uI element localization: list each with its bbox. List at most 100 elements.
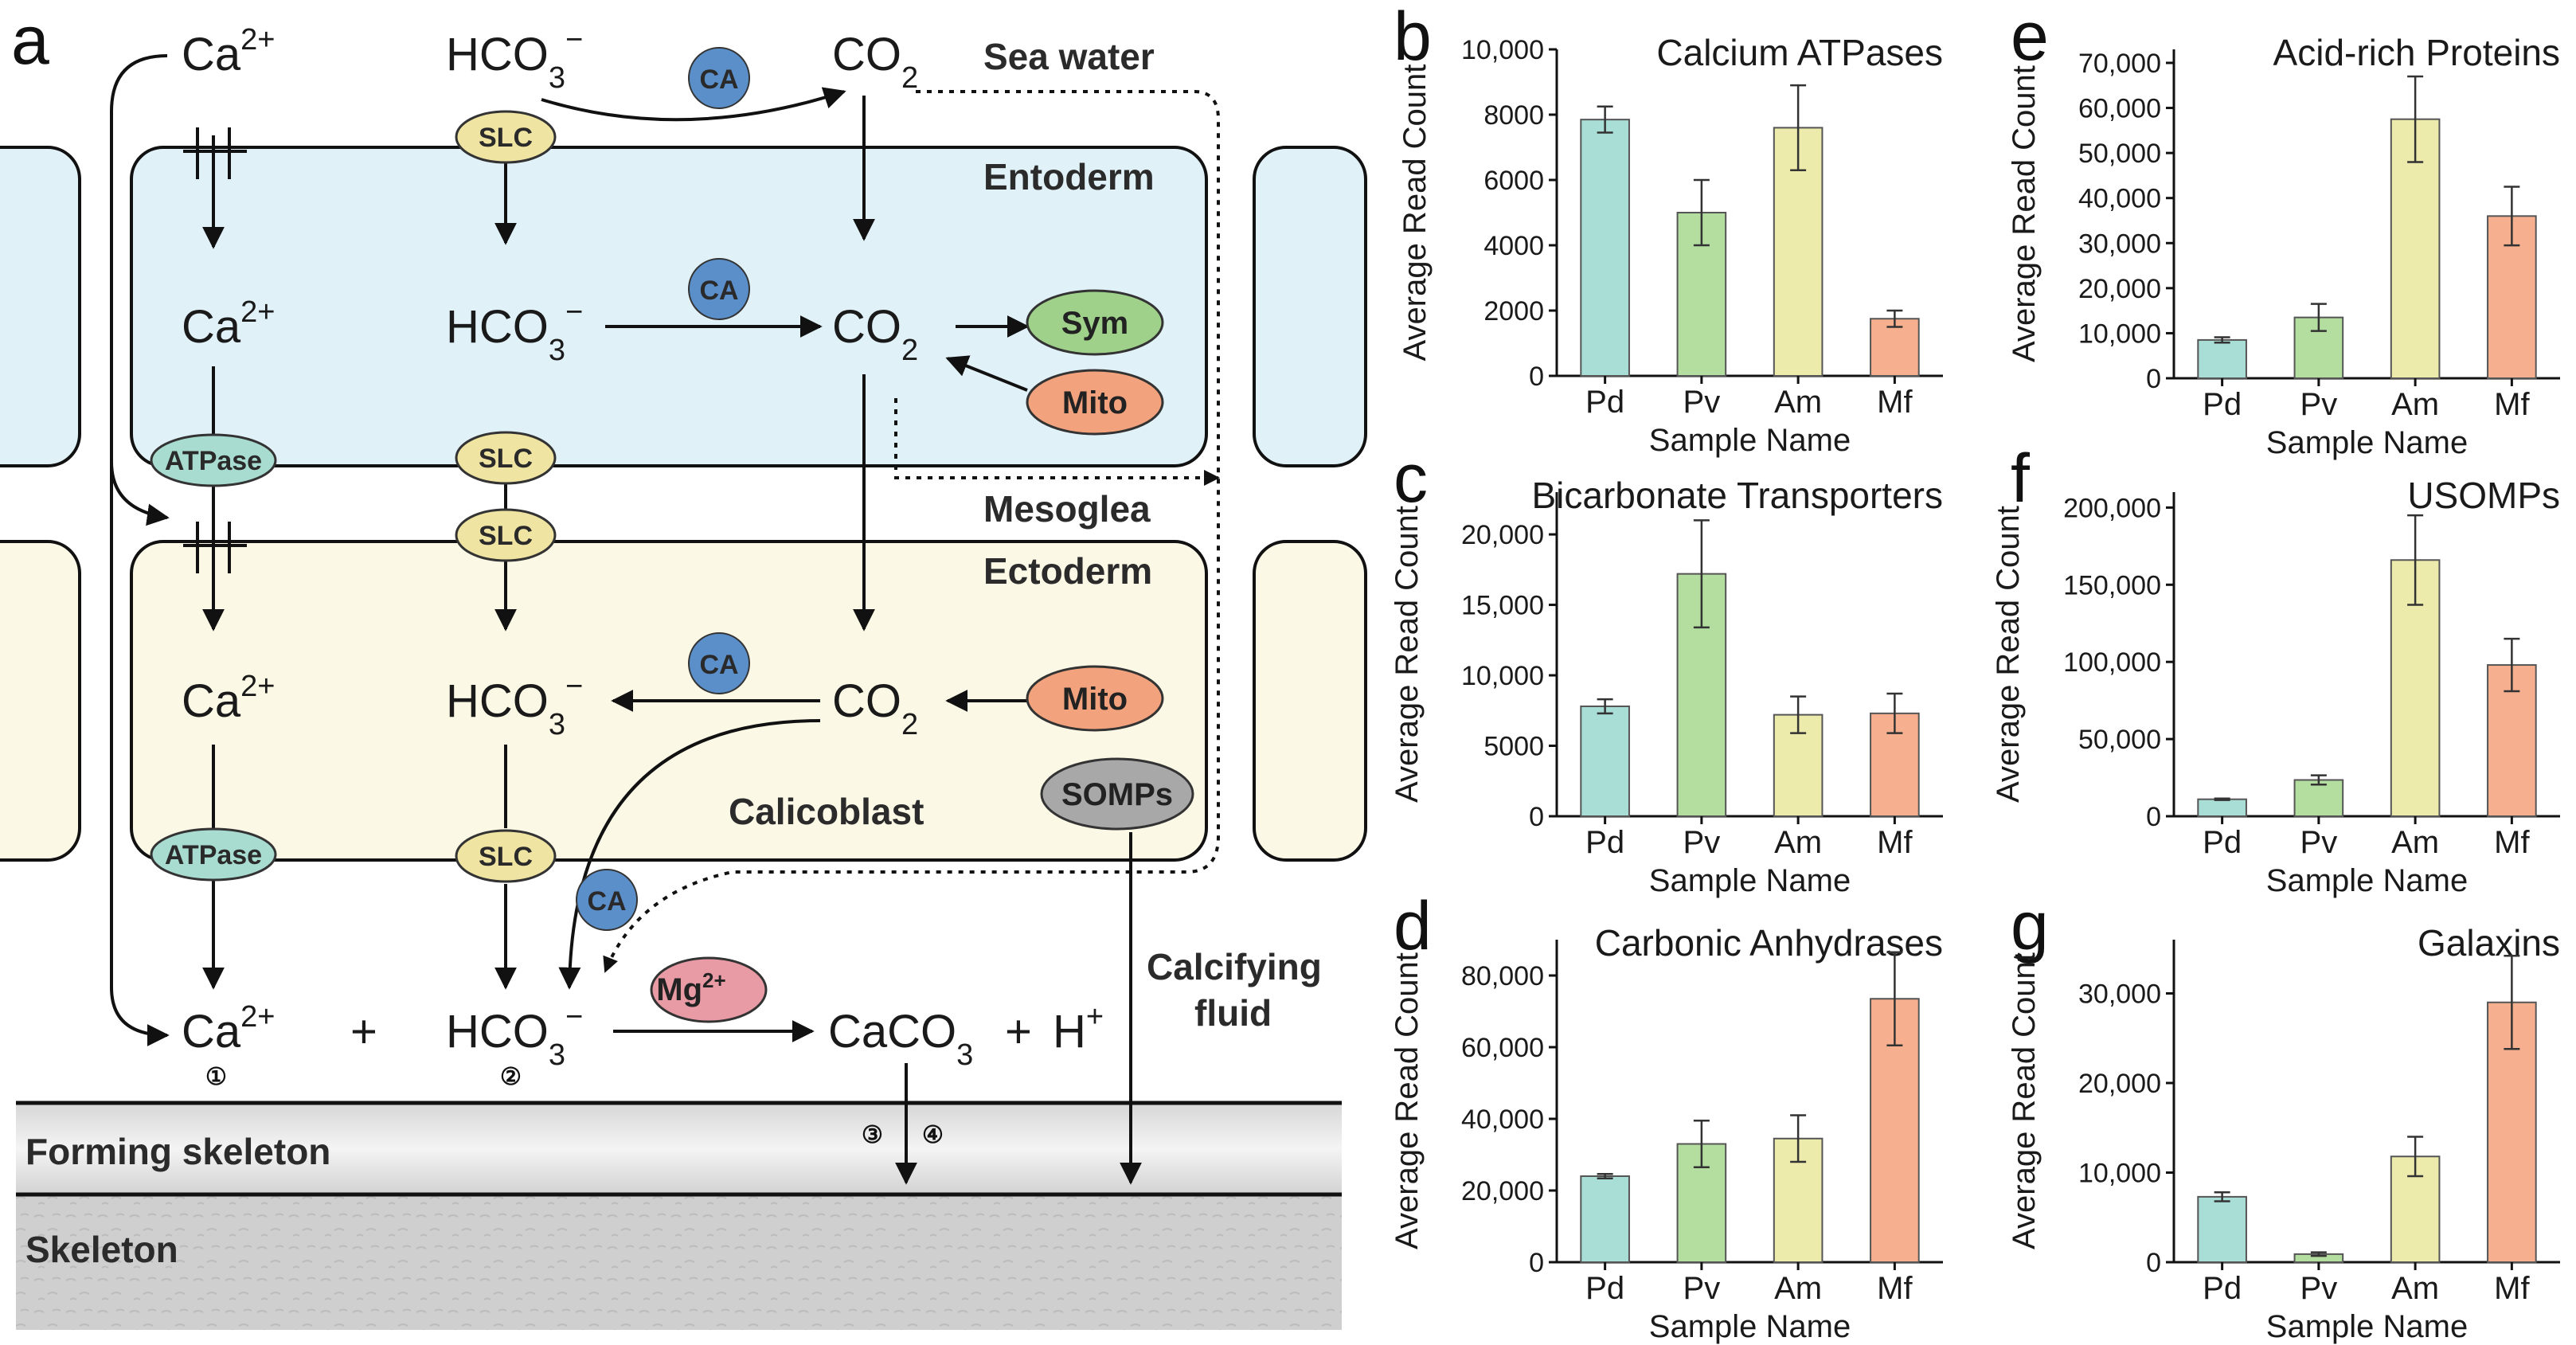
y-tick-label: 20,000 [2078,1069,2161,1099]
y-tick-label: 20,000 [2078,274,2161,304]
x-axis-label: Sample Name [1649,863,1851,898]
x-tick-label: Am [1774,1271,1822,1306]
y-tick-label: 100,000 [2063,647,2161,678]
panel-label-g: g [2011,888,2049,964]
x-tick-label: Am [2391,387,2439,422]
panel-label-b: b [1394,0,1432,75]
slc-transporter-top: SLC [455,110,557,164]
x-tick-label: Pd [2203,825,2242,860]
step-4-marker: ④ [922,1122,944,1148]
y-tick-label: 0 [2146,1248,2161,1278]
slc-transporter-entoderm-basal: SLC [455,431,557,485]
bar-pd [1580,119,1630,377]
y-tick-label: 50,000 [2078,139,2161,169]
ca-entoderm: Ca2+ [182,295,275,353]
right-ectoderm-stub [1253,540,1367,862]
svg-text:SLC: SLC [479,123,533,153]
magnesium-node: Mg2+ [650,956,768,1023]
x-axis-label: Sample Name [1649,423,1851,458]
slc-transporter-calicoblast: SLC [455,829,557,883]
x-tick-label: Pv [1683,825,1721,860]
svg-text:CA: CA [699,65,738,95]
dotted-co2-paths [603,90,1220,973]
plus-sign-2: + [1005,1006,1032,1058]
svg-text:CA: CA [699,276,738,306]
entoderm-cell [130,146,1208,467]
panel-label-f: f [2011,440,2031,517]
y-tick-label: 80,000 [1461,961,1544,991]
flow-arrows [110,54,1142,1185]
hco3-ectoderm: HCO3− [446,670,583,741]
co2-sea-water: CO2 [832,29,918,95]
y-tick-label: 60,000 [1461,1033,1544,1063]
svg-text:Mg2+: Mg2+ [656,968,725,1007]
panel-label-a: a [11,2,49,79]
y-tick-label: 40,000 [2078,184,2161,214]
svg-text:HCO3−: HCO3− [446,23,583,95]
carbonic-anhydrase-entoderm: CA [688,258,750,320]
x-tick-label: Pd [1585,825,1624,860]
bar-pd [1580,705,1630,818]
y-axis-label: Average Read Count [1991,506,2026,803]
x-tick-label: Mf [1877,825,1913,860]
atpase-entoderm: ATPase [150,433,277,487]
h-ion: H+ [1053,1000,1104,1058]
panel-label-e: e [2011,0,2049,75]
y-tick-label: 50,000 [2078,725,2161,755]
svg-text:SLC: SLC [479,444,533,474]
y-axis-label: Average Read Count [2007,952,2042,1249]
skeleton-layer [16,1194,1342,1330]
y-axis-label: Average Read Count [2007,65,2042,362]
x-tick-label: Pv [2300,825,2338,860]
diagram-panel-a: a Sea water Entoderm Mesoglea Ectoderm C… [0,2,1367,1330]
x-tick-label: Am [2391,1271,2439,1306]
svg-text:CA: CA [587,886,626,917]
x-axis-label: Sample Name [2266,1309,2468,1344]
step-1-marker: ① [205,1064,227,1090]
hco3-fluid: HCO3− [446,1000,583,1072]
y-tick-label: 5000 [1483,732,1544,762]
skeleton-label: Skeleton [25,1229,178,1270]
caco3-product: CaCO3 [828,1006,973,1072]
svg-text:CA: CA [699,650,738,680]
y-tick-label: 0 [2146,802,2161,832]
x-tick-label: Pd [1585,385,1624,420]
y-tick-label: 8000 [1483,100,1544,131]
y-tick-label: 6000 [1483,166,1544,196]
chart-title: Acid-rich Proteins [2273,32,2560,73]
mesoglea-label: Mesoglea [983,488,1151,530]
co2-entoderm: CO2 [832,301,918,367]
atpase-calicoblast: ATPase [150,827,277,882]
y-tick-label: 70,000 [2078,49,2161,79]
y-axis-label: Average Read Count [1397,65,1433,362]
y-tick-label: 10,000 [2078,1159,2161,1189]
x-tick-label: Pd [1585,1271,1624,1306]
y-tick-label: 4000 [1483,231,1544,261]
hco3-sea-water: HCO3− [446,23,583,95]
ca-fluid: Ca2+ [182,1000,275,1058]
y-tick-label: 10,000 [1461,35,1544,65]
x-tick-label: Pv [2300,387,2338,422]
x-tick-label: Pv [1683,1271,1721,1306]
y-tick-label: 10,000 [1461,661,1544,691]
hco3-entoderm: HCO3− [446,295,583,367]
x-tick-label: Pd [2203,1271,2242,1306]
ectoderm-label: Ectoderm [983,550,1152,592]
somps-node: SOMPs [1040,757,1194,831]
x-tick-label: Mf [1877,1271,1913,1306]
svg-text:ATPase: ATPase [165,840,262,870]
x-tick-label: Mf [2494,1271,2530,1306]
y-tick-label: 40,000 [1461,1105,1544,1135]
chart-title: Bicarbonate Transporters [1532,475,1944,516]
svg-text:ATPase: ATPase [165,446,262,476]
slc-transporter-ectoderm-apical: SLC [455,508,557,562]
step-2-marker: ② [500,1064,522,1090]
svg-text:SOMPs: SOMPs [1061,777,1173,812]
chart-title: Carbonic Anhydrases [1595,922,1943,964]
